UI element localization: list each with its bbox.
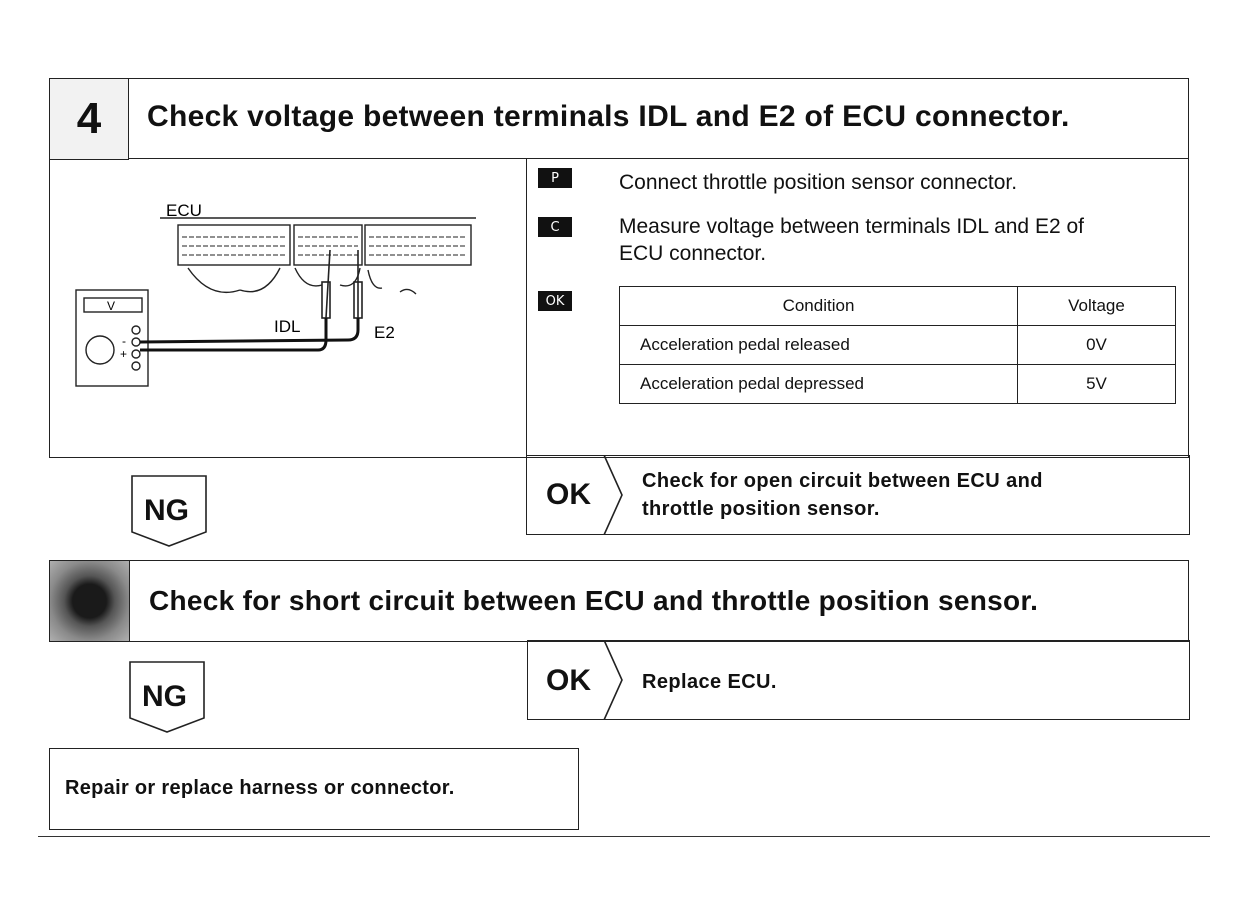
step4-ok-result-box <box>526 455 1190 535</box>
step5-ok-result-box <box>527 640 1190 720</box>
step5-ng-label: NG <box>142 680 187 713</box>
check-icon: C <box>538 217 572 237</box>
step5-ok-label: OK <box>546 664 591 697</box>
meter-v-label: V <box>107 299 115 313</box>
step4-column-divider <box>526 158 527 458</box>
test-probes-icon <box>321 249 363 319</box>
ok-arrow-divider <box>603 640 623 720</box>
table-cell-condition: Acceleration pedal released <box>619 325 1018 365</box>
step4-title: Check voltage between terminals IDL and … <box>147 100 1070 133</box>
table-row: Acceleration pedal depressed 5V <box>619 364 1176 404</box>
table-cell-condition: Acceleration pedal depressed <box>619 364 1018 404</box>
idl-label: IDL <box>274 317 300 336</box>
instruction-measure-line2: ECU connector. <box>619 242 767 265</box>
step4-ng-label: NG <box>144 494 189 527</box>
step-number: 4 <box>76 94 102 143</box>
plus-mark: + <box>120 347 127 361</box>
instruction-measure-line1: Measure voltage between terminals IDL an… <box>619 215 1084 238</box>
repair-box <box>49 748 579 830</box>
ok-arrow-divider <box>603 455 623 535</box>
instruction-connect: Connect throttle position sensor connect… <box>619 171 1018 194</box>
step-number-badge: 4 <box>49 78 129 160</box>
table-header-condition: Condition <box>619 286 1018 326</box>
ok-icon: OK <box>538 291 572 311</box>
step4-ok-text-line2: throttle position sensor. <box>642 498 880 520</box>
repair-text: Repair or replace harness or connector. <box>65 777 455 799</box>
table-row: Acceleration pedal released 0V <box>619 325 1176 365</box>
step5-number-badge <box>49 560 130 642</box>
step4-ok-text-line1: Check for open circuit between ECU and <box>642 470 1043 492</box>
table-header-row: Condition Voltage <box>619 286 1176 326</box>
step5-ng-arrow <box>129 661 205 733</box>
e2-label: E2 <box>374 323 395 342</box>
step4-ng-arrow <box>131 475 207 547</box>
step4-header-divider <box>49 158 1189 159</box>
e2-lead-wire <box>139 318 360 344</box>
step4-panel <box>49 78 1189 458</box>
ecu-wiring-diagram: ECU V - + IDL E2 <box>75 201 476 387</box>
bottom-rule <box>38 836 1210 837</box>
condition-voltage-table: Condition Voltage Acceleration pedal rel… <box>619 286 1176 404</box>
ecu-label: ECU <box>166 201 202 220</box>
step5-title: Check for short circuit between ECU and … <box>149 585 1039 616</box>
table-cell-voltage: 0V <box>1017 325 1176 365</box>
minus-mark: - <box>122 334 126 348</box>
step4-ok-label: OK <box>546 478 591 511</box>
prepare-icon: P <box>538 168 572 188</box>
ecu-connector-icon <box>160 217 476 295</box>
table-cell-voltage: 5V <box>1017 364 1176 404</box>
step5-ok-text: Replace ECU. <box>642 671 777 693</box>
table-header-voltage: Voltage <box>1017 286 1176 326</box>
